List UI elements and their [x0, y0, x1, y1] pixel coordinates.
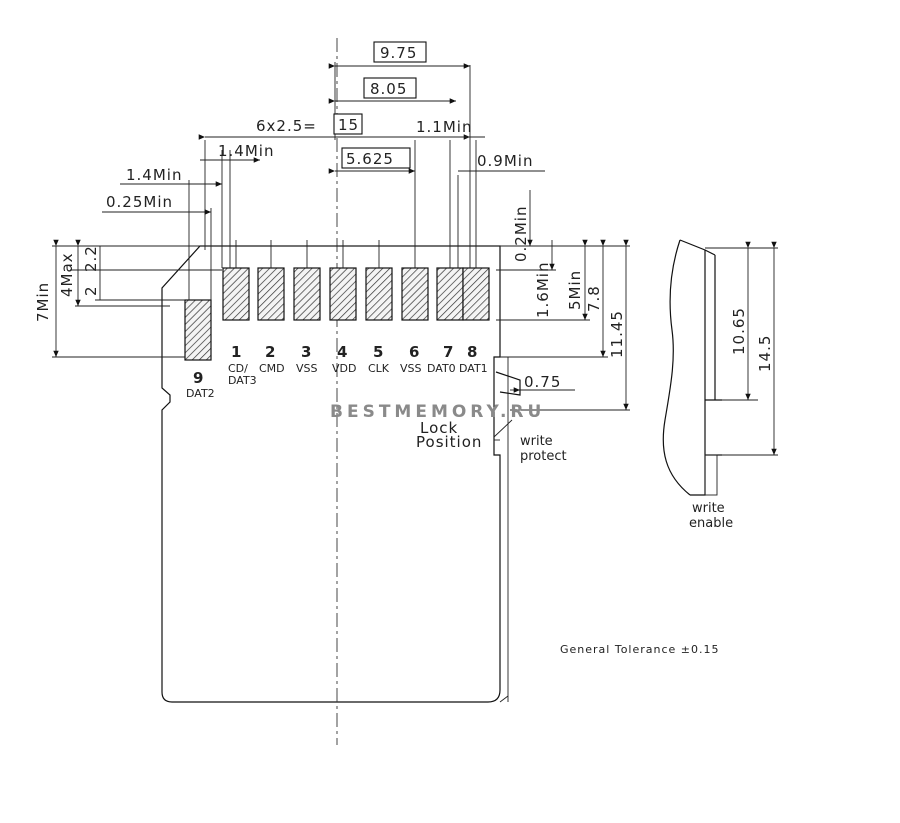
dim-1-4-min: 1.4Min: [126, 166, 182, 184]
right-dimensions: 0.2Min 1.6Min 5Min 7.8 11.45: [200, 190, 630, 411]
dim-2-2: 2.2: [82, 245, 100, 272]
dim-10-65: 10.65: [730, 307, 748, 355]
write-protect-line1: write: [520, 434, 553, 449]
dim-4-max: 4Max: [58, 252, 76, 297]
pin-label-2: CMD: [259, 362, 285, 375]
dim-1-6-min: 1.6Min: [534, 262, 552, 318]
pin-number-1: 1: [231, 343, 241, 361]
lock-slider: 0.75: [493, 371, 575, 438]
pad-8: [462, 267, 490, 321]
watermark-text: BESTMEMORY.RU: [330, 402, 545, 422]
pin-number-8: 8: [467, 343, 477, 361]
pin-label-1a: CD/: [228, 362, 248, 375]
pin-number-4: 4: [337, 343, 347, 361]
dim-0-9-min: 0.9Min: [477, 152, 533, 170]
pin-label-9: DAT2: [186, 387, 215, 400]
pin-number-3: 3: [301, 343, 311, 361]
dim-7-8: 7.8: [585, 285, 603, 312]
pad-5: [365, 267, 393, 321]
pin-label-6: VSS: [400, 362, 422, 375]
lock-position-line1: Lock: [420, 419, 458, 437]
pad-6: [401, 267, 429, 321]
dim-1-1-min: 1.1Min: [416, 118, 472, 136]
pin-number-2: 2: [265, 343, 275, 361]
dim-5-min: 5Min: [566, 270, 584, 310]
dim-0-25-min: 0.25Min: [106, 193, 173, 211]
pad-3: [293, 267, 321, 321]
pin-number-5: 5: [373, 343, 383, 361]
dim-2: 2: [82, 285, 100, 296]
dim-15: 15: [338, 116, 359, 134]
write-protect-line2: protect: [520, 449, 567, 464]
pin-label-5: CLK: [368, 362, 390, 375]
pin-label-3: VSS: [296, 362, 318, 375]
pad-9: [184, 299, 212, 361]
pin-number-9: 9: [193, 369, 203, 387]
dim-0-2-min: 0.2Min: [512, 206, 530, 262]
pin-label-4: VDD: [332, 362, 356, 375]
dim-14-5: 14.5: [756, 335, 774, 372]
pad-4: [329, 267, 357, 321]
dim-0-75: 0.75: [524, 373, 561, 391]
dim-6x2-5: 6x2.5=: [256, 117, 317, 135]
lock-position-line2: Position: [416, 433, 482, 451]
pin-number-7: 7: [443, 343, 453, 361]
dim-1-4-min-pin1: 1.4Min: [218, 142, 274, 160]
dim-9-75: 9.75: [380, 44, 417, 62]
dim-7-min: 7Min: [34, 282, 52, 322]
dim-11-45: 11.45: [608, 310, 626, 358]
pin-label-7: DAT0: [427, 362, 456, 375]
top-dimensions: 9.75 8.05 6x2.5= 15 1.1Min 5.625 1.4Min …: [102, 41, 545, 215]
write-enable-line1: write: [692, 501, 725, 516]
pin-labels: 9 DAT2 1 CD/ DAT3 2 CMD 3 VSS 4 VDD 5 CL…: [186, 343, 488, 400]
left-dimensions: 7Min 4Max 2.2 2: [34, 239, 222, 358]
dim-5-625: 5.625: [346, 150, 394, 168]
pin-label-8: DAT1: [459, 362, 488, 375]
side-view: 10.65 14.5 write enable: [662, 239, 778, 531]
pin-label-1b: DAT3: [228, 374, 257, 387]
card-outline: [161, 245, 509, 703]
pad-2: [257, 267, 285, 321]
general-tolerance-note: General Tolerance ±0.15: [560, 643, 720, 656]
pin-number-6: 6: [409, 343, 419, 361]
pad-extension-lines: [188, 62, 477, 300]
pad-1: [222, 267, 250, 321]
write-enable-line2: enable: [689, 516, 733, 531]
pad-7: [436, 267, 464, 321]
lock-labels: Lock Position write protect: [416, 419, 567, 464]
dim-8-05: 8.05: [370, 80, 407, 98]
